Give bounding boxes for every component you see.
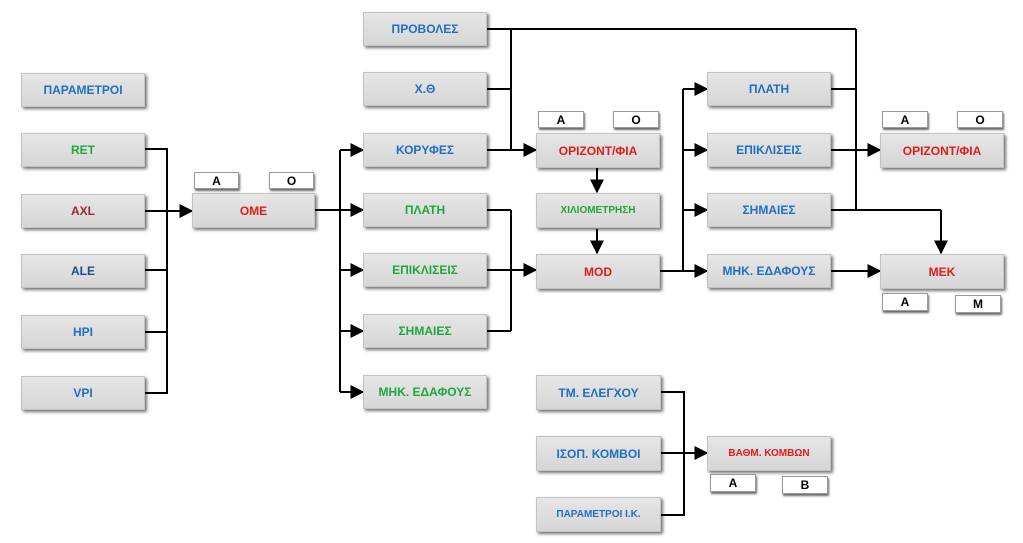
node-label: ΣΗΜΑΙΕΣ — [742, 203, 796, 217]
node-label: ΤΜ. ΕΛΕΓΧΟΥ — [558, 385, 639, 400]
wire-bottom-bus — [661, 391, 685, 516]
node-label: ΕΠΙΚΛΙΣΕΙΣ — [736, 143, 802, 157]
node-simaies-2[interactable]: ΣΗΜΑΙΕΣ — [707, 193, 831, 227]
node-ale[interactable]: ALE — [21, 254, 145, 288]
tag-label: Α — [900, 112, 910, 127]
node-epikliseis-1[interactable]: ΕΠΙΚΛΙΣΕΙΣ — [363, 253, 487, 287]
node-xiliometrisi[interactable]: ΧΙΛΙΟΜΕΤΡΗΣΗ — [536, 193, 660, 228]
node-label: ΠΑΡΑΜΕΤΡΟΙ Ι.Κ. — [556, 509, 641, 520]
node-simaies-1[interactable]: ΣΗΜΑΙΕΣ — [363, 314, 487, 348]
tag-label: Α — [728, 476, 738, 490]
node-label: ΣΗΜΑΙΕΣ — [398, 324, 452, 338]
node-ret[interactable]: RET — [21, 133, 145, 167]
node-label: ΜΕΚ — [928, 264, 956, 279]
node-koryfes[interactable]: ΚΟΡΥΦΕΣ — [363, 133, 487, 167]
node-vathm-komvon[interactable]: ΒΑΘΜ. ΚΟΜΒΩΝ — [707, 436, 831, 471]
node-parametroi[interactable]: ΠΑΡΑΜΕΤΡΟΙ — [21, 73, 145, 107]
node-label: ΧΙΛΙΟΜΕΤΡΗΣΗ — [560, 205, 636, 216]
node-isop-komvoi[interactable]: ΙΣΟΠ. ΚΟΜΒΟΙ — [536, 436, 661, 471]
node-label: ΟΡΙΖΟΝΤ/ΦΙΑ — [558, 143, 638, 158]
node-mik-1[interactable]: ΜΗΚ. ΕΔΑΦΟΥΣ — [363, 375, 487, 409]
tag-vathm-a[interactable]: Α — [710, 474, 756, 492]
node-label: Χ.Θ — [414, 82, 436, 96]
node-label: ALE — [71, 264, 95, 278]
node-mod[interactable]: MOD — [536, 254, 660, 289]
tag-label: Ο — [286, 173, 297, 188]
tag-orizont2-a[interactable]: Α — [882, 111, 928, 128]
node-provoles[interactable]: ΠΡΟΒΟΛΕΣ — [363, 12, 487, 46]
node-plati-2[interactable]: ΠΛΑΤΗ — [707, 72, 831, 106]
node-vpi[interactable]: VPI — [21, 376, 145, 410]
wire-left-bus — [145, 148, 168, 394]
tag-orizont1-a[interactable]: Α — [538, 111, 584, 128]
node-mik-2[interactable]: ΜΗΚ. ΕΔΑΦΟΥΣ — [707, 254, 831, 288]
node-tm-elegxou[interactable]: ΤΜ. ΕΛΕΓΧΟΥ — [536, 375, 661, 410]
tag-orizont1-o[interactable]: Ο — [613, 111, 659, 128]
tag-ome-a[interactable]: Α — [194, 172, 239, 189]
node-label: ΒΑΘΜ. ΚΟΜΒΩΝ — [728, 448, 810, 459]
node-label: ΚΟΡΥΦΕΣ — [395, 143, 455, 157]
tag-orizont2-o[interactable]: Ο — [957, 111, 1003, 128]
node-label: RET — [71, 143, 95, 157]
node-label: ΠΡΟΒΟΛΕΣ — [391, 22, 459, 36]
node-mek[interactable]: ΜΕΚ — [880, 254, 1004, 289]
node-label: ΙΣΟΠ. ΚΟΜΒΟΙ — [556, 446, 641, 461]
tag-ome-o[interactable]: Ο — [269, 172, 314, 189]
node-label: AXL — [71, 204, 95, 218]
tag-label: Α — [212, 173, 221, 188]
node-plati-1[interactable]: ΠΛΑΤΗ — [363, 193, 487, 227]
node-axl[interactable]: AXL — [21, 194, 145, 228]
tag-label: Α — [900, 295, 910, 309]
tag-label: Μ — [973, 297, 983, 311]
tag-label: Ο — [631, 112, 641, 127]
node-parametroi-ik[interactable]: ΠΑΡΑΜΕΤΡΟΙ Ι.Κ. — [536, 497, 661, 532]
node-label: ΕΠΙΚΛΙΣΕΙΣ — [392, 263, 458, 277]
tag-label: Β — [800, 478, 810, 492]
tag-label: Ο — [975, 112, 985, 127]
tag-mek-m[interactable]: Μ — [955, 295, 1001, 313]
node-label: ΠΛΑΤΗ — [748, 82, 790, 96]
node-label: ΜΗΚ. ΕΔΑΦΟΥΣ — [722, 264, 816, 278]
node-label: ΠΑΡΑΜΕΤΡΟΙ — [43, 83, 123, 97]
node-orizont-2[interactable]: ΟΡΙΖΟΝΤ/ΦΙΑ — [880, 133, 1004, 168]
node-label: ΟΜΕ — [239, 203, 268, 218]
node-ome[interactable]: ΟΜΕ — [192, 193, 315, 228]
node-label: HPI — [72, 325, 93, 339]
tag-label: Α — [556, 112, 566, 127]
tag-vathm-b[interactable]: Β — [782, 476, 828, 494]
node-label: ΠΛΑΤΗ — [404, 203, 446, 217]
node-xth[interactable]: Χ.Θ — [363, 72, 487, 106]
node-label: MOD — [584, 264, 612, 279]
node-epikliseis-2[interactable]: ΕΠΙΚΛΙΣΕΙΣ — [707, 133, 831, 167]
node-orizont-1[interactable]: ΟΡΙΖΟΝΤ/ΦΙΑ — [536, 133, 660, 168]
node-label: ΜΗΚ. ΕΔΑΦΟΥΣ — [378, 385, 472, 399]
node-hpi[interactable]: HPI — [21, 315, 145, 349]
node-label: VPI — [73, 386, 93, 400]
node-label: ΟΡΙΖΟΝΤ/ΦΙΑ — [902, 143, 982, 158]
tag-mek-a[interactable]: Α — [882, 293, 928, 311]
